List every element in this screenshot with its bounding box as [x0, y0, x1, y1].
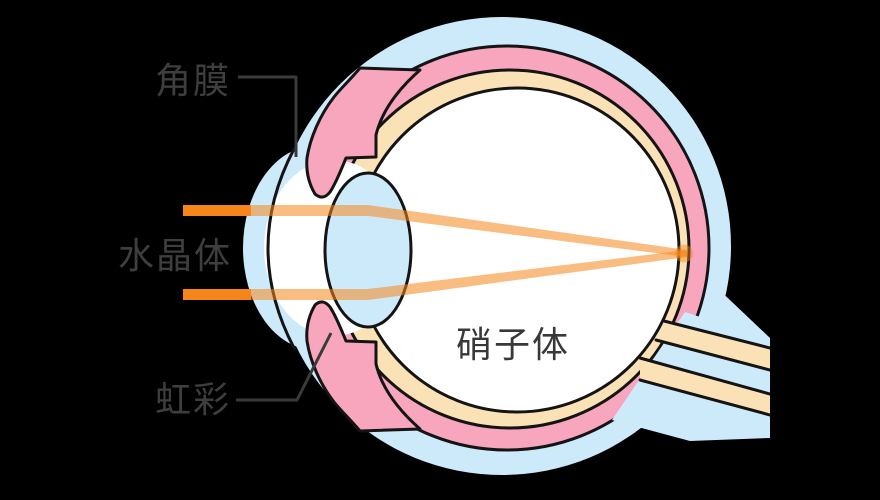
- iris-lower: [305, 300, 422, 433]
- label-lens: 水晶体: [118, 235, 232, 276]
- annotations: 角膜 水晶体 虹彩 硝子体: [118, 60, 570, 420]
- leader-line-iris: [236, 332, 333, 402]
- label-vitreous: 硝子体: [456, 324, 570, 365]
- nerve-fiber-band-1: [656, 321, 770, 370]
- label-cornea: 角膜: [155, 60, 231, 101]
- optic-nerve: [612, 283, 770, 441]
- nerve-band-2-lower-edge: [638, 378, 770, 417]
- ray-lower-incoming: [183, 289, 251, 300]
- iris-upper: [305, 66, 422, 199]
- ray-upper-refracted: [251, 205, 687, 257]
- nerve-band-1-lower-edge: [654, 338, 770, 372]
- nerve-band-2-upper-edge: [638, 356, 770, 396]
- light-rays: [183, 205, 693, 300]
- ray-upper-incoming: [183, 205, 251, 216]
- label-iris: 虹彩: [155, 379, 231, 420]
- ray-lower-refracted: [251, 250, 687, 300]
- focal-point-glow: [675, 244, 693, 263]
- leader-line-cornea: [238, 75, 298, 157]
- nerve-fiber-band-2: [640, 358, 770, 415]
- lens: [323, 171, 413, 329]
- cornea-inner-line: [266, 147, 296, 350]
- nerve-band-1-upper-edge: [662, 319, 770, 350]
